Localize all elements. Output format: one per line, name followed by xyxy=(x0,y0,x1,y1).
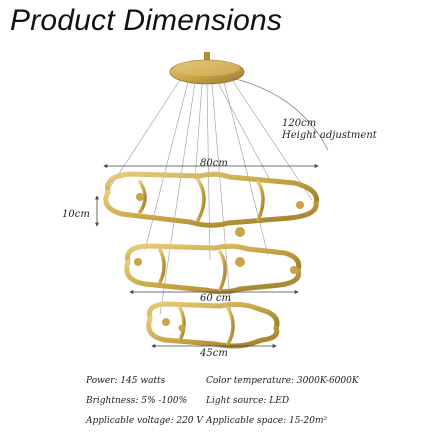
ring-height-label: 10cm xyxy=(62,209,90,220)
height-adjust-label: Height adjustment xyxy=(282,130,377,141)
middle-ring-joints xyxy=(134,257,298,274)
spec-space: Applicable space: 15-20m² xyxy=(206,416,328,426)
middle-ring xyxy=(124,243,302,295)
spec-color-temperature: Color temperature: 3000K-6000K xyxy=(206,376,359,386)
top-ring-joints xyxy=(136,193,304,237)
spec-brightness: Brightness: 5% -100% xyxy=(86,396,188,406)
spec-light-source: Light source: LED xyxy=(206,396,290,406)
bottom-ring-joints xyxy=(162,318,186,332)
ceiling-canopy xyxy=(169,52,245,85)
height-adjust-value: 120cm xyxy=(282,118,317,129)
spec-power: Power: 145 watts xyxy=(86,376,166,386)
width-middle-label: 60 cm xyxy=(200,293,231,304)
top-ring xyxy=(103,171,320,228)
page-title: Product Dimensions xyxy=(10,4,283,37)
width-top-label: 80cm xyxy=(200,158,228,169)
width-bottom-label: 45cm xyxy=(200,348,228,359)
height-adjust-line xyxy=(231,77,329,151)
spec-voltage: Applicable voltage: 220 V xyxy=(86,416,203,426)
